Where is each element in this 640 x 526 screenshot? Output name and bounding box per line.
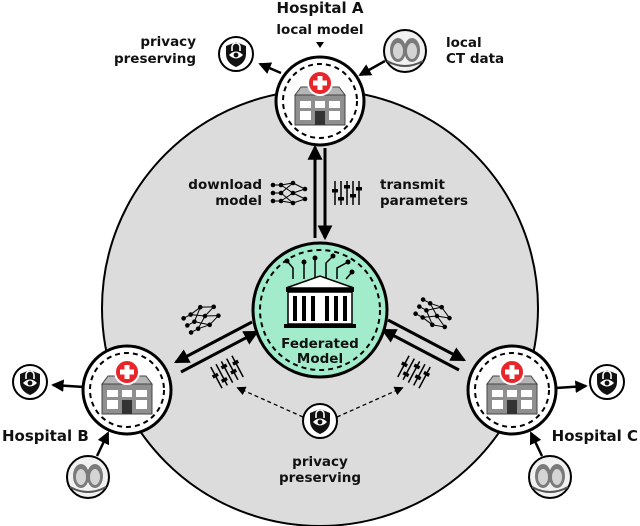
transmit-label-line1: transmit <box>380 177 446 193</box>
arrow-b-to-privacy <box>51 379 85 392</box>
privacy-bottom-label-line1: privacy <box>292 454 348 470</box>
hospital-c-label: Hospital C <box>552 427 638 445</box>
arrow-a-to-privacy <box>258 62 282 75</box>
shield-eye-icon <box>12 364 48 400</box>
privacy-dashed-arrow-right <box>336 386 404 418</box>
arrows-b-center <box>174 320 259 374</box>
arrow-c-to-privacy <box>555 380 588 393</box>
arrow-ct-to-c <box>529 431 544 457</box>
hospital-a-node <box>274 55 366 147</box>
federated-model-node: Federated Model <box>251 241 389 379</box>
privacy-dashed-arrow-left <box>236 386 304 418</box>
shield-eye-icon <box>589 364 625 400</box>
arrow-ct-to-a <box>358 59 386 77</box>
ct-scan-icon <box>66 455 110 499</box>
local-model-label: local model <box>276 22 363 38</box>
shield-eye-icon <box>302 403 338 439</box>
arrows-a-center <box>307 144 333 241</box>
privacy-top-label-line1: privacy <box>140 34 196 50</box>
federated-model-label-line1: Federated <box>281 336 359 352</box>
download-label-line2: model <box>215 193 262 209</box>
ct-scan-icon <box>528 455 572 499</box>
ct-scan-icon <box>383 29 427 73</box>
hospital-c-node <box>466 344 558 436</box>
local-ct-label-line1: local <box>446 35 482 51</box>
arrow-ct-to-b <box>95 431 110 457</box>
arrows-c-center <box>381 318 466 372</box>
local-ct-label-line2: CT data <box>446 51 504 67</box>
local-model-pointer <box>316 42 324 48</box>
privacy-top-label-line2: preserving <box>114 51 196 67</box>
capitol-circuit-icon <box>284 253 356 328</box>
shield-eye-icon <box>218 36 254 72</box>
download-label-line1: download <box>188 177 262 193</box>
federated-model-label-line2: Model <box>297 351 343 367</box>
privacy-bottom-label-line2: preserving <box>279 470 361 486</box>
hospital-a-label: Hospital A <box>277 0 364 17</box>
hospital-b-label: Hospital B <box>2 427 89 445</box>
hospital-b-node <box>81 344 173 436</box>
transmit-label-line2: parameters <box>380 193 468 209</box>
